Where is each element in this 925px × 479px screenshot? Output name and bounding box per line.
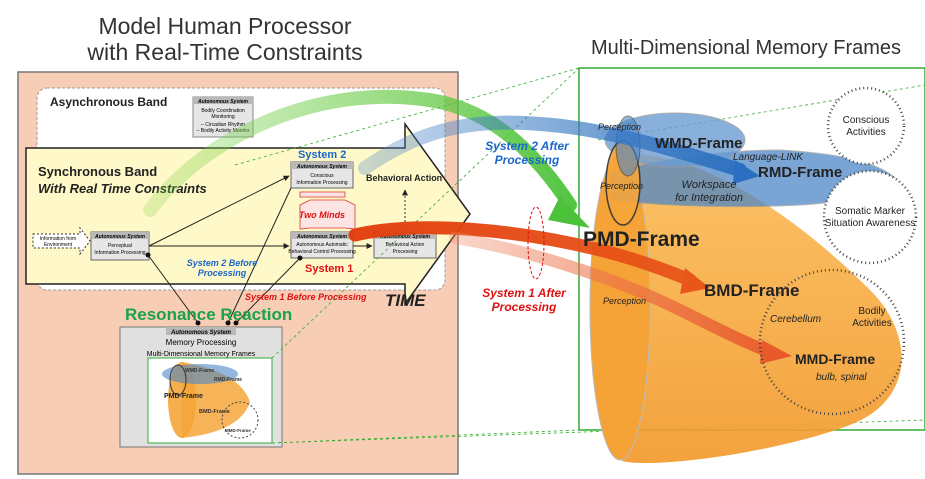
async-autonomous-box: Autonomous System Bodily Coordination Mo… <box>192 96 254 138</box>
s1-after-line1: System 1 After <box>482 286 567 300</box>
red-dashed-ellipse <box>527 206 545 280</box>
mini-bmd: BMD-Frame <box>199 409 230 415</box>
async-auto-line: Monitoring <box>211 114 235 120</box>
blue-arrow-head <box>733 160 760 184</box>
connector-dot <box>233 320 239 326</box>
box-line: Processing <box>393 249 418 255</box>
box-header: Autonomous System <box>296 164 348 170</box>
mini-rmd: RMD-Frame <box>214 377 242 383</box>
connector-resonance-a <box>147 254 199 324</box>
system2-label: System 2 <box>298 149 346 161</box>
behavioral-action-label: Behavioral Action <box>366 173 442 183</box>
perception-label-2: Perception <box>600 181 643 191</box>
memory-box-header: Autonomous System <box>170 330 232 336</box>
conscious-activities-circle <box>826 86 906 166</box>
connector-resonance-b <box>227 187 292 324</box>
environment-input-label: Information from <box>40 236 76 242</box>
mmd-sub-label: bulb, spinal <box>816 372 867 383</box>
async-auto-line: Bodily Coordination <box>201 108 245 114</box>
language-link-label: Language-LINK <box>733 152 804 163</box>
s1-after-line2: Processing <box>492 300 557 314</box>
s2-before-line1: System 2 Before <box>187 258 258 268</box>
bodily-activities-circle <box>758 268 906 416</box>
pmd-frame-label: PMD-Frame <box>583 228 700 251</box>
connector-dot <box>225 320 231 326</box>
box-header: Autonomous System <box>296 234 348 240</box>
somatic-circle-label: Somatic Marker <box>835 206 906 217</box>
pmd-cone <box>618 153 902 464</box>
resonance-reaction-label: Resonance Reaction <box>125 305 292 324</box>
async-auto-header: Autonomous System <box>197 99 249 105</box>
perception-label-1: Perception <box>598 122 641 132</box>
connector-perceptual-conscious <box>148 175 290 247</box>
mini-wmd: WMD-Frame <box>185 368 214 374</box>
memory-box-line2: Multi-Dimensional Memory Frames <box>147 351 256 358</box>
box-header: Autonomous System <box>379 234 431 240</box>
box-line: Behavioral Control Processing <box>288 249 355 255</box>
environment-input-arrow <box>32 226 91 256</box>
two-minds-arrow <box>299 191 356 230</box>
right-title: Multi-Dimensional Memory Frames <box>591 37 901 59</box>
async-auto-line: – Bodily Activity Monitor <box>197 128 250 134</box>
s2-after-line2: Processing <box>495 153 560 167</box>
left-title-line1: Model Human Processor <box>98 13 351 39</box>
s2-before-line2: Processing <box>198 268 247 278</box>
box-line: Conscious <box>310 173 334 179</box>
left-title-line2: with Real-Time Constraints <box>86 39 362 65</box>
two-minds-label: Two Minds <box>299 210 345 220</box>
environment-input-label: Environment <box>44 242 73 248</box>
rmd-frame-label: RMD-Frame <box>758 164 842 181</box>
conscious-processing-box: Autonomous System Conscious Information … <box>290 161 354 189</box>
connector-dot <box>145 252 151 258</box>
box-header: Autonomous System <box>94 234 146 240</box>
memory-box-line1: Memory Processing <box>166 338 237 347</box>
automatic-control-box: Autonomous System Autonomous Automatic B… <box>288 231 356 259</box>
box-line: Information Processing <box>94 250 145 256</box>
wmd-frame-label: WMD-Frame <box>655 135 743 152</box>
sync-band-label: Synchronous Band <box>38 164 157 179</box>
mmd-frame-label: MMD-Frame <box>795 351 875 367</box>
memory-processing-box: Autonomous System Memory Processing Mult… <box>119 326 283 448</box>
mini-mmd: MMD-Frame <box>225 428 251 433</box>
box-line: Perceptual <box>108 243 132 249</box>
blue-system2-arrow <box>358 115 747 177</box>
bmd-frame-label: BMD-Frame <box>704 281 799 300</box>
mini-pmd: PMD-Frame <box>164 393 203 400</box>
connector-resonance-c <box>235 257 301 324</box>
dashed-link <box>271 67 580 359</box>
conscious-circle-label: Conscious <box>843 115 890 126</box>
connector-dot <box>195 320 201 326</box>
async-auto-line: – Circadian Rhythm <box>201 122 245 128</box>
perception-label-3: Perception <box>603 296 646 306</box>
somatic-circle-label: Situation Awareness <box>825 218 915 229</box>
dashed-link <box>271 419 925 444</box>
red-arrow-head <box>680 268 710 294</box>
system1-label: System 1 <box>305 263 353 275</box>
async-band-label: Asynchronous Band <box>50 95 167 109</box>
perceptual-processing-box: Autonomous System Perceptual Information… <box>90 231 150 261</box>
somatic-marker-circle <box>822 169 918 265</box>
box-line: Autonomous Automatic <box>296 242 348 248</box>
cerebellum-label: Cerebellum <box>770 314 821 325</box>
bodily-circle-label: Activities <box>852 318 891 329</box>
conscious-circle-label: Activities <box>846 127 885 138</box>
time-label: TIME <box>385 291 426 310</box>
bodily-circle-label: Bodily <box>858 306 885 317</box>
box-line: Information Processing <box>296 180 347 186</box>
workspace-line2: for Integration <box>675 192 743 204</box>
connector-dot <box>297 255 303 261</box>
red-system1-arrow <box>348 221 697 287</box>
box-line: Behavioral Action <box>386 242 425 248</box>
s1-before-label: System 1 Before Processing <box>245 292 367 302</box>
green-arrow-head <box>548 196 590 228</box>
workspace-line1: Workspace <box>681 179 736 191</box>
s2-after-line1: System 2 After <box>485 139 570 153</box>
pink-system1-after-arrow <box>449 232 776 358</box>
pink-arrow-head <box>760 340 792 364</box>
green-resonance-arrow <box>143 89 577 217</box>
